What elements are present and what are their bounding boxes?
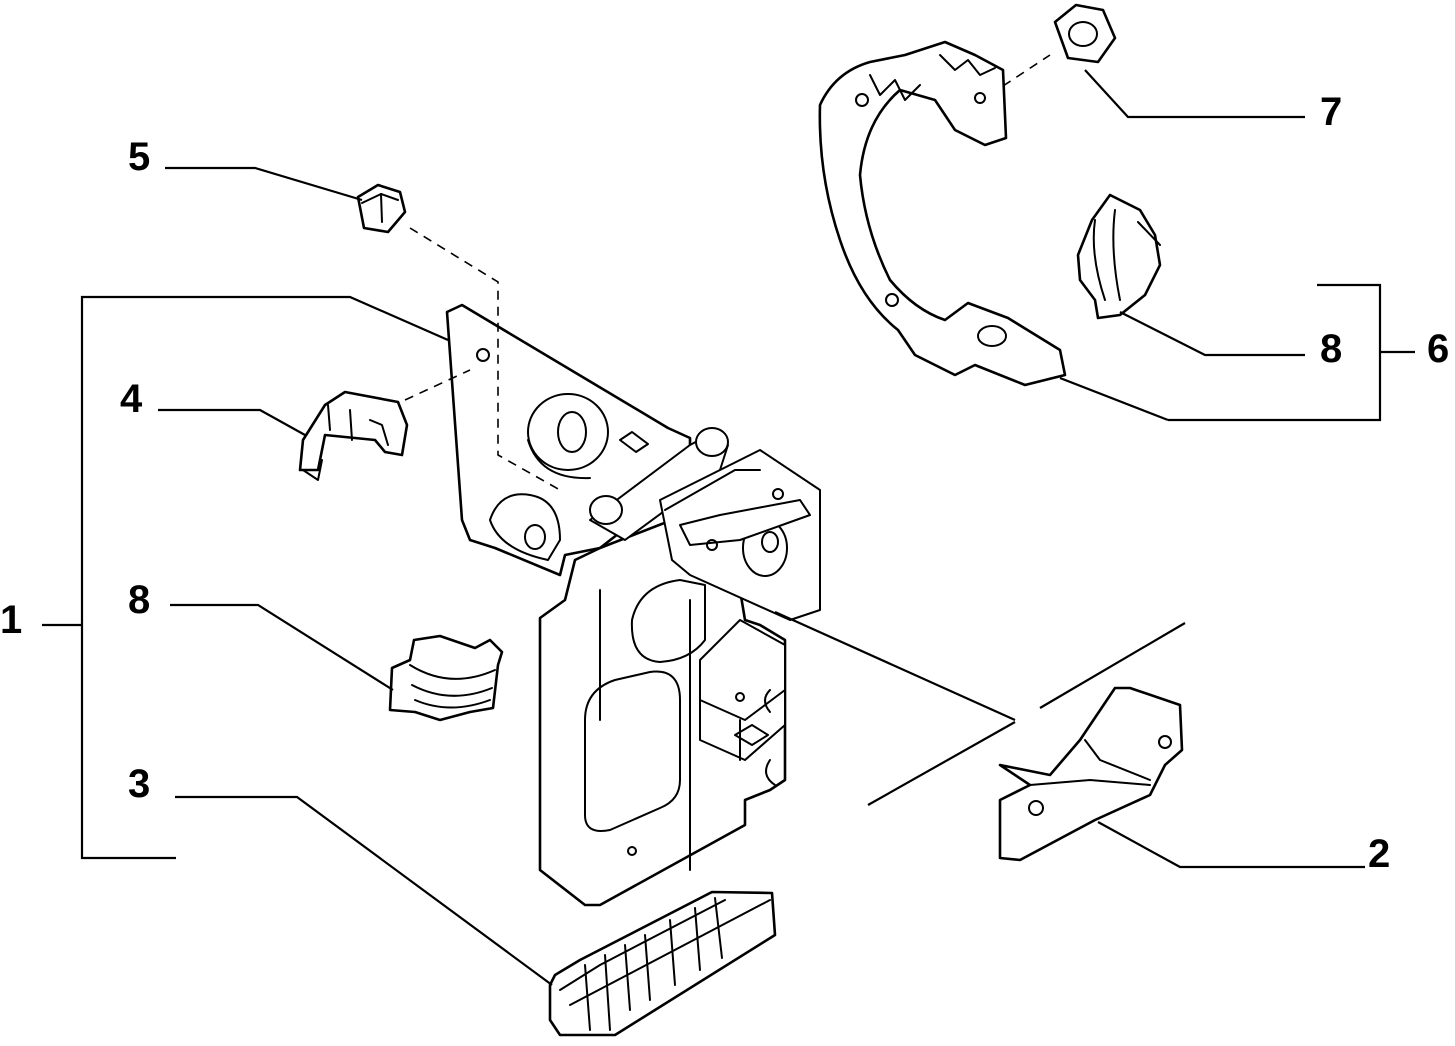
leader-lines bbox=[42, 69, 1415, 986]
callout-4: 4 bbox=[120, 377, 143, 421]
callout-8-right: 8 bbox=[1320, 327, 1342, 371]
part-4-clip bbox=[298, 390, 409, 481]
callout-3: 3 bbox=[128, 762, 150, 806]
part-8-clip-left bbox=[388, 634, 504, 722]
callout-1: 1 bbox=[0, 598, 22, 642]
callout-labels: 1 2 3 4 5 6 7 8 8 bbox=[0, 90, 1449, 876]
callout-5: 5 bbox=[128, 135, 150, 179]
assembly-guide-lines bbox=[404, 54, 1051, 491]
part-5-nut bbox=[356, 183, 407, 234]
callout-6: 6 bbox=[1427, 327, 1449, 371]
part-2-bracket bbox=[998, 686, 1184, 862]
part-6-curved-arm bbox=[818, 40, 1067, 387]
callout-8-left: 8 bbox=[128, 578, 150, 622]
main-bracket bbox=[445, 303, 821, 907]
part-8-clip-right bbox=[1076, 193, 1162, 320]
callout-7: 7 bbox=[1320, 90, 1342, 134]
part-7-nut bbox=[1053, 3, 1117, 64]
part-3-strip bbox=[548, 890, 777, 1037]
reference-lines bbox=[774, 610, 1186, 806]
callout-2: 2 bbox=[1368, 832, 1390, 876]
